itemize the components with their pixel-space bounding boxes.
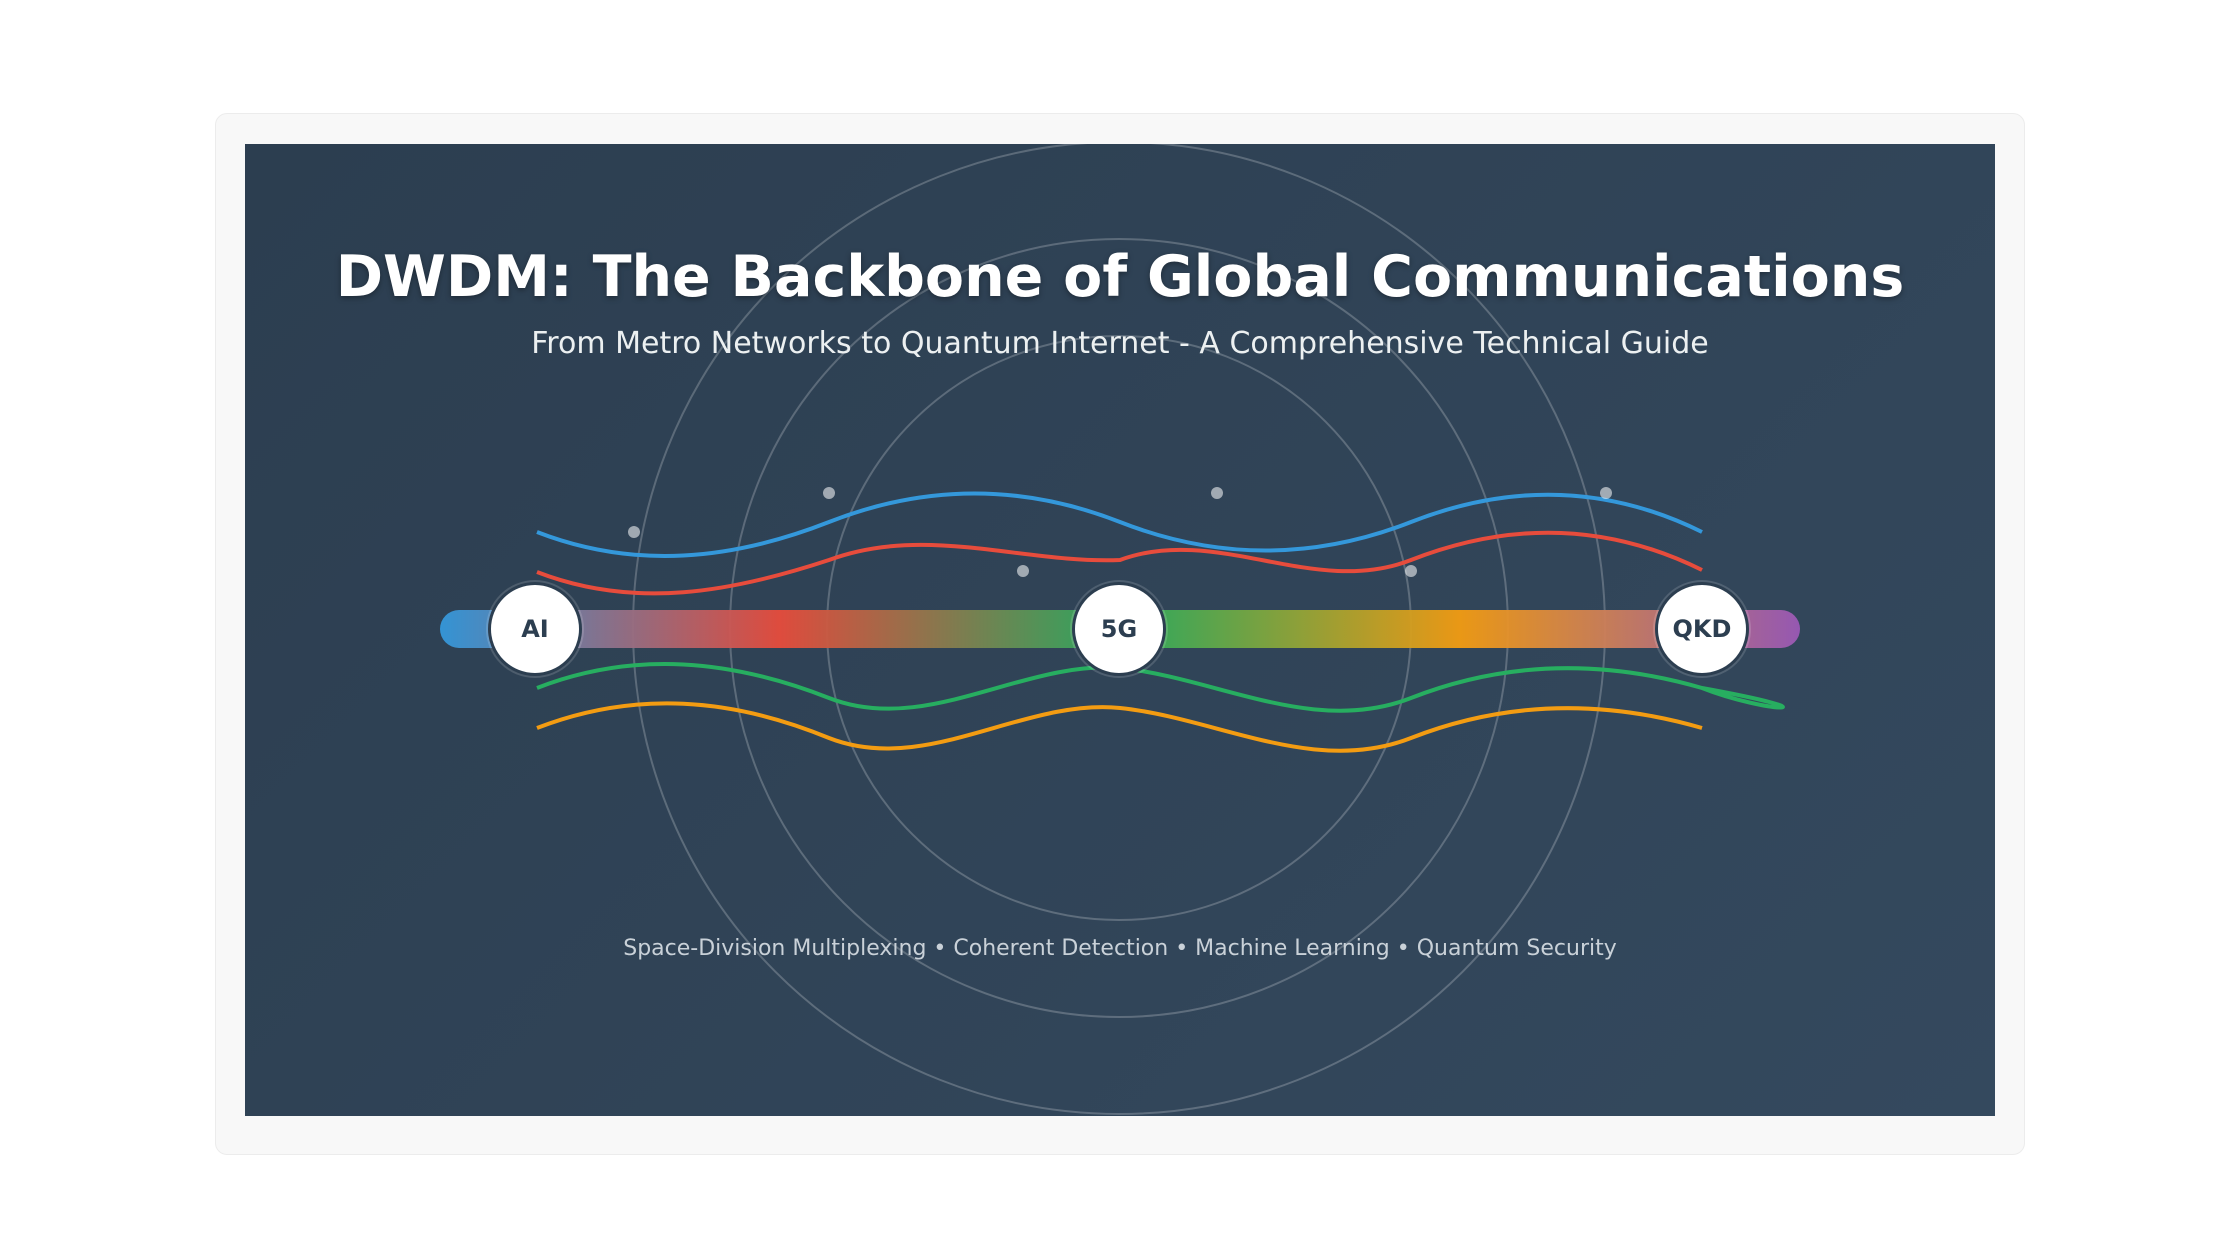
wavelength-green <box>536 662 1785 713</box>
data-packet <box>1211 487 1223 499</box>
wavelength-orange <box>536 701 1703 753</box>
node-5g: 5G <box>1072 582 1166 676</box>
data-packet <box>628 526 640 538</box>
node-qkd: QKD <box>1655 582 1749 676</box>
page-subtitle: From Metro Networks to Quantum Internet … <box>531 326 1709 361</box>
wavelength-blue <box>536 491 1703 558</box>
hero-banner: DWDM: The Backbone of Global Communicati… <box>245 144 1995 1116</box>
page-title: DWDM: The Backbone of Global Communicati… <box>335 244 1905 310</box>
node-ai: AI <box>488 582 582 676</box>
network-illustration <box>440 144 1800 1115</box>
data-packet <box>823 487 835 499</box>
data-packet <box>1600 487 1612 499</box>
wavelength-red <box>536 530 1703 596</box>
technology-tags: Space-Division Multiplexing • Coherent D… <box>623 936 1617 961</box>
data-packet <box>1405 565 1417 577</box>
data-packet <box>1017 565 1029 577</box>
